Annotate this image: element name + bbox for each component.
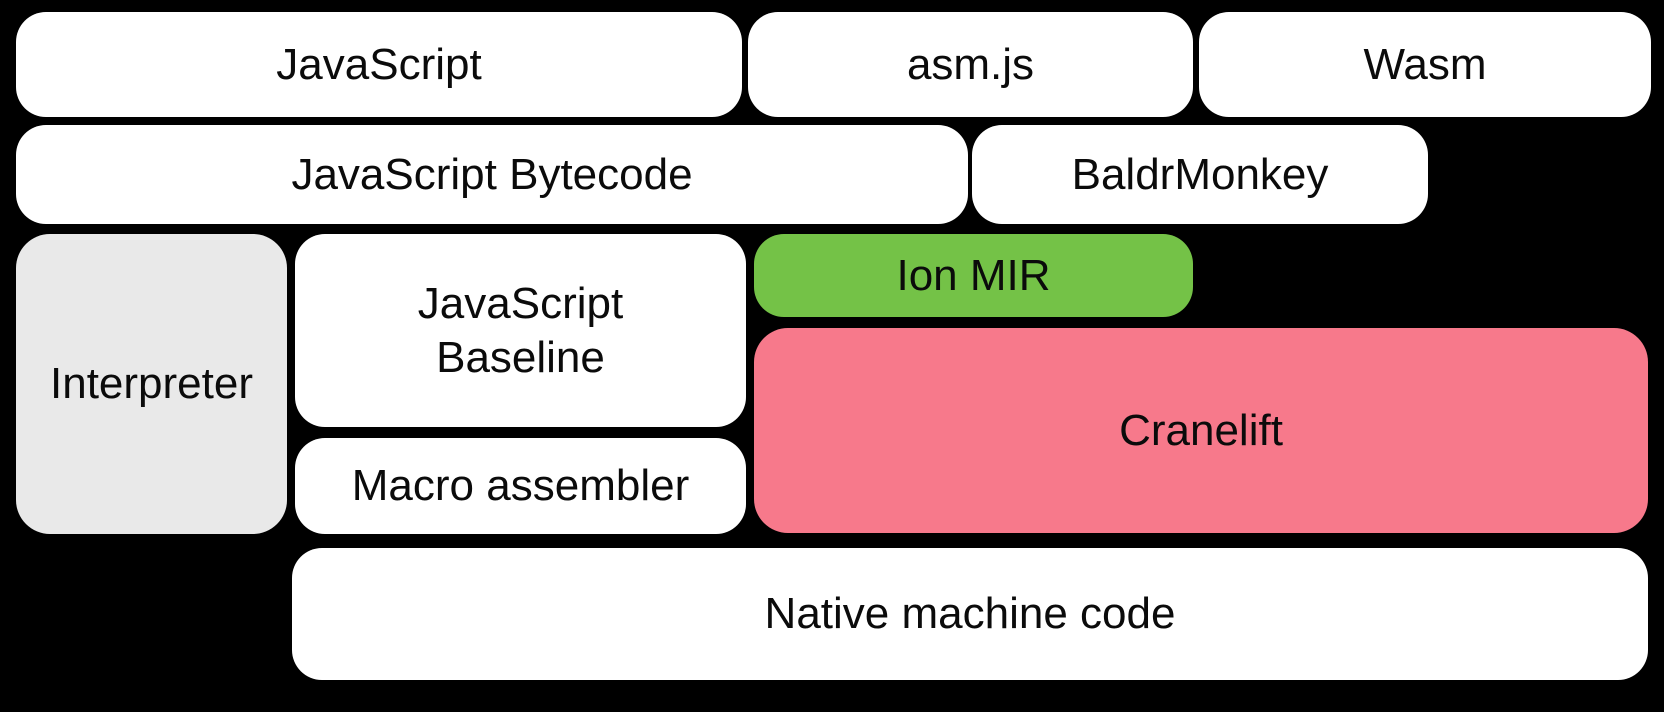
box-native-machine-code: Native machine code xyxy=(292,548,1648,680)
box-wasm: Wasm xyxy=(1199,12,1651,117)
box-wasm-label: Wasm xyxy=(1363,39,1487,89)
box-ion-mir-label: Ion MIR xyxy=(896,250,1051,300)
box-asm-js-label: asm.js xyxy=(906,39,1035,89)
box-ion-mir: Ion MIR xyxy=(754,234,1193,317)
box-interpreter-label: Interpreter xyxy=(50,359,253,409)
box-cranelift-label: Cranelift xyxy=(1119,405,1283,455)
box-macro-assembler: Macro assembler xyxy=(295,438,746,534)
box-native-machine-code-label: Native machine code xyxy=(764,589,1176,639)
box-javascript-label: JavaScript xyxy=(276,39,482,89)
box-asm-js: asm.js xyxy=(748,12,1193,117)
box-cranelift: Cranelift xyxy=(754,328,1648,533)
box-interpreter: Interpreter xyxy=(16,234,287,534)
box-baldrmonkey: BaldrMonkey xyxy=(972,125,1428,224)
box-javascript-baseline-line2: Baseline xyxy=(436,332,605,382)
box-javascript: JavaScript xyxy=(16,12,742,117)
box-javascript-baseline-line1: JavaScript xyxy=(417,278,624,328)
box-javascript-bytecode-label: JavaScript Bytecode xyxy=(291,149,693,199)
box-javascript-baseline-label: JavaScript Baseline xyxy=(418,277,623,384)
box-javascript-baseline: JavaScript Baseline xyxy=(295,234,746,427)
box-macro-assembler-label: Macro assembler xyxy=(351,461,690,511)
box-baldrmonkey-label: BaldrMonkey xyxy=(1071,149,1329,199)
box-javascript-bytecode: JavaScript Bytecode xyxy=(16,125,968,224)
